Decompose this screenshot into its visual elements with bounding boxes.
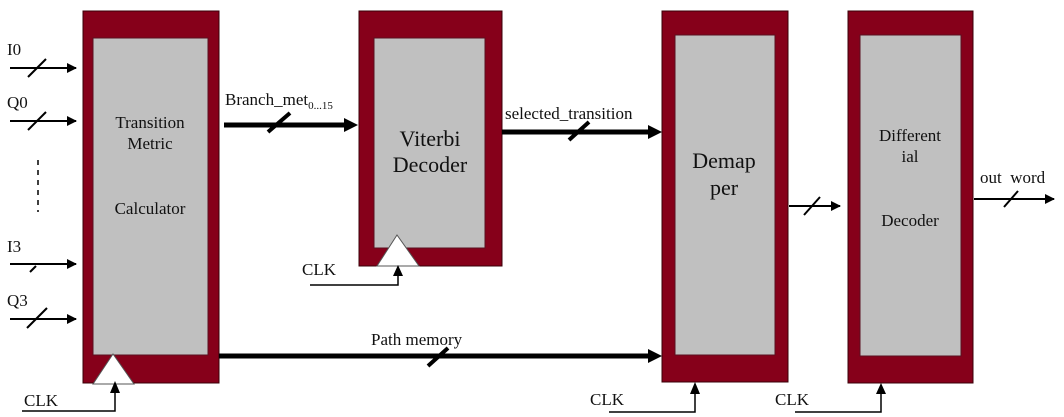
tmc-body: [92, 37, 209, 356]
demapper-body: [674, 34, 776, 356]
bus-slash-icon: [29, 265, 37, 273]
arrowhead-icon: [344, 118, 358, 132]
tmc-label-line2: Metric: [127, 134, 173, 153]
out-word-bus: out word: [974, 168, 1055, 208]
selected-transition-label: selected_transition: [505, 104, 633, 123]
demapper-label-line2: per: [710, 175, 739, 200]
clk-viterbi-label: CLK: [302, 260, 337, 279]
differential-body: [859, 34, 962, 357]
clk-tmc-label: CLK: [24, 391, 59, 410]
selected-transition-bus: selected_transition: [502, 104, 662, 142]
arrowhead-icon: [648, 125, 662, 139]
branch-met-label: Branch_met0...15: [225, 90, 333, 112]
input-i3: I3: [7, 237, 77, 273]
clk-differential-label: CLK: [775, 390, 810, 409]
input-i3-label: I3: [7, 237, 21, 256]
clk-demapper-wire: [609, 393, 696, 413]
input-q3-label: Q3: [7, 291, 28, 310]
input-q3: Q3: [7, 291, 77, 329]
demapper-label-line1: Demap: [692, 148, 756, 173]
arrowhead-icon: [876, 383, 886, 394]
clk-demapper-label: CLK: [590, 390, 625, 409]
arrowhead-icon: [690, 382, 700, 394]
arrowhead-icon: [393, 265, 403, 276]
input-i0: I0: [7, 40, 77, 78]
differential-label-line3: Decoder: [881, 211, 939, 230]
bus-slash-icon: [26, 307, 48, 329]
clk-tmc-wire: [22, 392, 116, 412]
bus-slash-icon: [27, 58, 47, 78]
input-q0-label: Q0: [7, 93, 28, 112]
arrowhead-icon: [110, 381, 120, 393]
differential-label-line1: Different: [879, 126, 941, 145]
path-memory-bus: Path memory: [219, 330, 662, 368]
clk-viterbi-wire: [310, 275, 399, 286]
differential-decoder-block: Different ial Decoder: [847, 10, 974, 384]
demapper-block: Demap per: [661, 10, 789, 383]
tmc-label-line1: Transition: [115, 113, 185, 132]
branch-met-bus: Branch_met0...15: [224, 90, 358, 134]
input-i0-label: I0: [7, 40, 21, 59]
demapper-to-differential-bus: [789, 196, 841, 216]
clk-differential-wire: [795, 393, 882, 413]
viterbi-body: [373, 37, 486, 249]
clk-tmc: CLK: [22, 381, 120, 412]
bus-slash-icon: [266, 111, 292, 134]
viterbi-label-line1: Viterbi: [400, 126, 461, 151]
out-word-label: out word: [980, 168, 1046, 187]
clk-demapper: CLK: [590, 382, 700, 413]
input-q0: Q0: [7, 93, 77, 131]
viterbi-label-line2: Decoder: [393, 152, 468, 177]
differential-label-line2: ial: [902, 147, 919, 166]
clk-differential: CLK: [775, 383, 886, 413]
bus-slash-icon: [426, 346, 450, 368]
transition-metric-calculator-block: Transition Metric Calculator: [82, 10, 220, 385]
bus-slash-icon: [567, 120, 591, 142]
tmc-clock-edge-icon: [92, 353, 135, 385]
bus-slash-icon: [803, 196, 821, 216]
tmc-label-line3: Calculator: [115, 199, 186, 218]
path-memory-label: Path memory: [371, 330, 463, 349]
clk-viterbi: CLK: [302, 260, 403, 286]
bus-slash-icon: [27, 111, 47, 131]
arrowhead-icon: [648, 349, 662, 363]
bus-slash-icon: [1003, 190, 1019, 208]
viterbi-decoder-block: Viterbi Decoder: [358, 10, 503, 267]
